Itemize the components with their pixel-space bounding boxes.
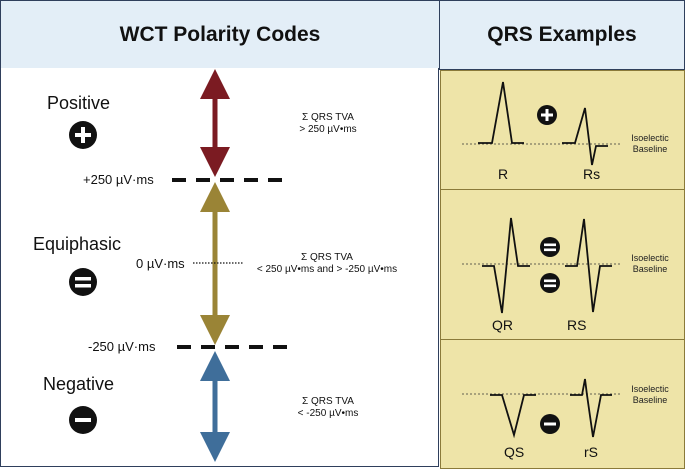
example-label-R: R bbox=[498, 166, 509, 182]
qrs-wave-QR bbox=[482, 217, 530, 314]
zero-threshold-label: 0 µV·ms bbox=[136, 256, 185, 271]
baseline-label-line2: Baseline bbox=[632, 264, 668, 274]
baseline-label-line1: Isoelectic bbox=[631, 384, 669, 394]
example-label-QS: QS bbox=[504, 444, 525, 460]
equiphasic-examples-panel bbox=[440, 189, 685, 340]
lower-threshold-label: -250 µV·ms bbox=[88, 339, 156, 354]
baseline-label-negative: Isoelectic Baseline bbox=[620, 384, 680, 406]
right-header: QRS Examples bbox=[439, 0, 685, 70]
qrs-wave-RS bbox=[565, 218, 612, 313]
baseline-label-line2: Baseline bbox=[632, 395, 668, 405]
baseline-label-line1: Isoelectic bbox=[631, 133, 669, 143]
qrs-wave-R bbox=[478, 81, 524, 144]
equiphasic-criteria-line1: Σ QRS TVA bbox=[301, 252, 353, 263]
qrs-wave-QS bbox=[490, 394, 536, 439]
negative-criteria: Σ QRS TVA < -250 µV•ms bbox=[288, 396, 368, 420]
example-label-rS: rS bbox=[584, 444, 598, 460]
positive-criteria: Σ QRS TVA > 250 µV•ms bbox=[288, 112, 368, 136]
baseline-label-line2: Baseline bbox=[632, 144, 668, 154]
positive-examples-panel bbox=[440, 70, 685, 190]
negative-criteria-line1: Σ QRS TVA bbox=[302, 396, 354, 407]
left-header-title: WCT Polarity Codes bbox=[119, 23, 321, 46]
equiphasic-label: Equiphasic bbox=[33, 234, 122, 254]
left-header: WCT Polarity Codes bbox=[0, 0, 440, 70]
upper-threshold-label: +250 µV·ms bbox=[83, 172, 154, 187]
baseline-label-line1: Isoelectic bbox=[631, 253, 669, 263]
negative-label: Negative bbox=[43, 374, 115, 394]
right-header-title: QRS Examples bbox=[487, 23, 637, 46]
example-label-RS: RS bbox=[567, 317, 587, 333]
plus-circle-icon bbox=[69, 121, 97, 149]
minus-circle-icon bbox=[540, 414, 560, 434]
equiphasic-criteria-line2: < 250 µV•ms and > -250 µV•ms bbox=[256, 264, 398, 275]
negative-criteria-line2: < -250 µV•ms bbox=[297, 408, 359, 419]
baseline-label-equiphasic: Isoelectic Baseline bbox=[620, 253, 680, 275]
equals-circle-icon bbox=[69, 268, 97, 296]
baseline-label-positive: Isoelectic Baseline bbox=[620, 133, 680, 155]
positive-criteria-line2: > 250 µV•ms bbox=[299, 124, 357, 135]
example-label-QR: QR bbox=[492, 317, 513, 333]
equiphasic-criteria: Σ QRS TVA < 250 µV•ms and > -250 µV•ms bbox=[247, 252, 407, 276]
minus-circle-icon bbox=[69, 406, 97, 434]
positive-label: Positive bbox=[47, 93, 111, 113]
plus-circle-icon bbox=[537, 105, 557, 125]
qrs-wave-rS bbox=[570, 378, 612, 438]
negative-examples-panel bbox=[440, 339, 685, 469]
positive-criteria-line1: Σ QRS TVA bbox=[302, 112, 354, 123]
example-label-Rs: Rs bbox=[583, 166, 601, 182]
equals-circle-icon bbox=[540, 273, 560, 293]
qrs-wave-Rs bbox=[562, 107, 608, 166]
equals-circle-icon bbox=[540, 237, 560, 257]
